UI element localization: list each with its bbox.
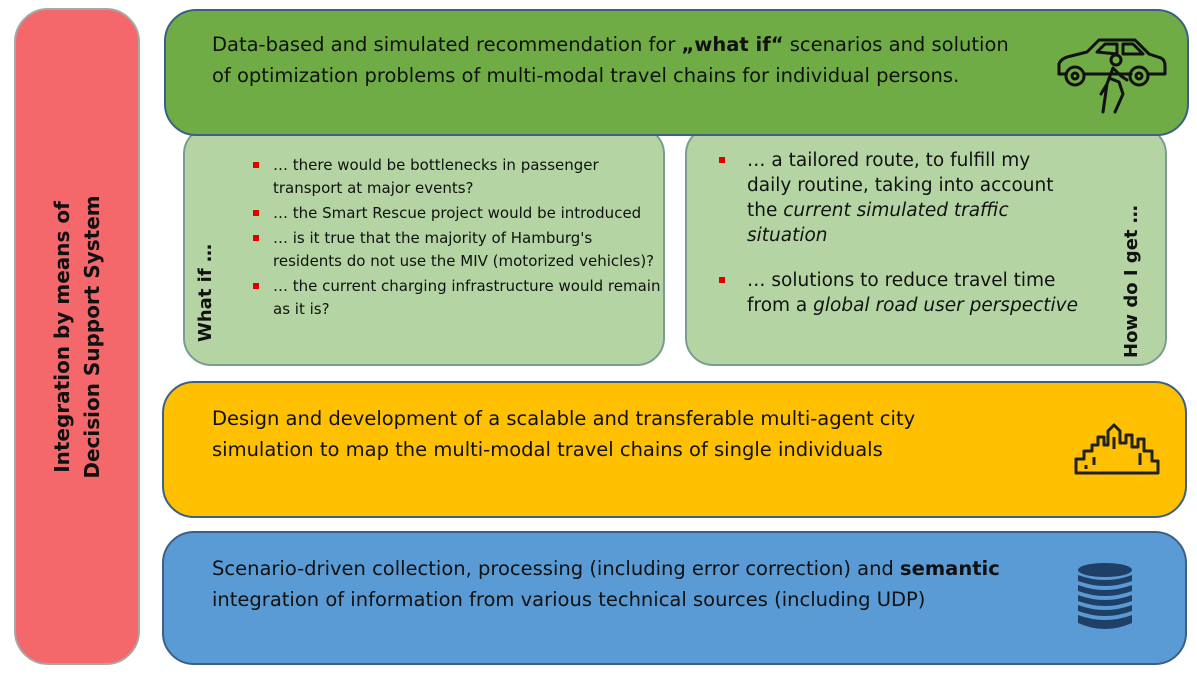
sidebar-label-line2: Decision Support System (80, 194, 104, 479)
list-item: … a tailored route, to fulfill my daily … (719, 148, 1079, 248)
simulation-panel: Design and development of a scalable and… (162, 381, 1187, 518)
how-do-i-get-label: How do I get … (1121, 205, 1142, 358)
list-item: … the current charging infrastructure wo… (253, 275, 663, 321)
list-item: … solutions to reduce travel time from a… (719, 268, 1079, 318)
list-item: … there would be bottlenecks in passenge… (253, 154, 663, 200)
list-item: … is it true that the majority of Hambur… (253, 227, 663, 273)
how-do-i-get-card: … a tailored route, to fulfill my daily … (685, 126, 1167, 366)
simulation-text: Design and development of a scalable and… (212, 407, 916, 461)
what-if-label: What if … (195, 244, 216, 342)
data-integration-panel: Scenario-driven collection, processing (… (162, 531, 1187, 665)
semantic-emphasis: semantic (900, 557, 1000, 580)
what-if-emphasis: „what if“ (681, 33, 784, 56)
city-skyline-icon (1074, 423, 1160, 475)
car-and-pedestrian-icon (1057, 38, 1167, 114)
data-integration-text: Scenario-driven collection, processing (… (212, 557, 1000, 611)
how-do-i-get-list: … a tailored route, to fulfill my daily … (719, 148, 1079, 318)
recommendation-panel: Data-based and simulated recommendation … (164, 9, 1189, 136)
integration-sidebar: Integration by means of Decision Support… (14, 8, 140, 665)
database-icon (1078, 563, 1132, 629)
what-if-list: … there would be bottlenecks in passenge… (253, 154, 663, 323)
what-if-card: What if … … there would be bottlenecks i… (183, 126, 665, 366)
sidebar-label-line1: Integration by means of (50, 200, 74, 473)
list-item: … the Smart Rescue project would be intr… (253, 202, 663, 225)
sidebar-label: Integration by means of Decision Support… (47, 195, 107, 478)
recommendation-text: Data-based and simulated recommendation … (212, 33, 1009, 87)
